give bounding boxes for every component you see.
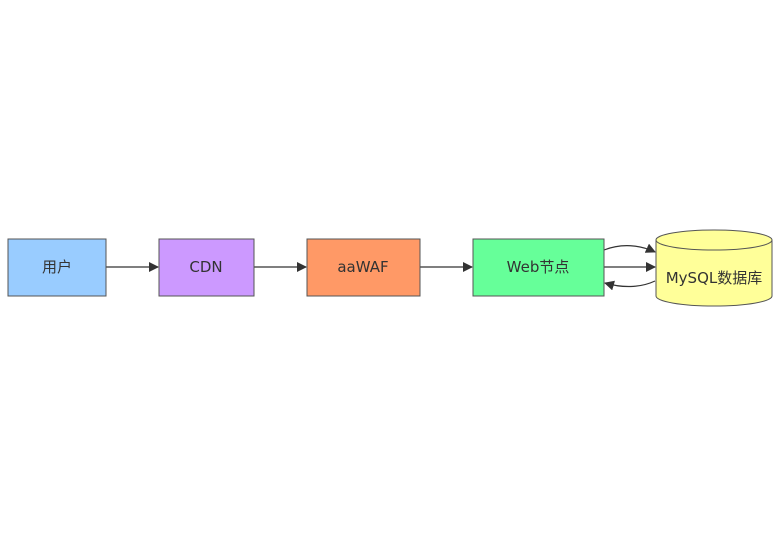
node-waf: aaWAF bbox=[306, 238, 421, 297]
node-user-label: 用户 bbox=[42, 258, 72, 276]
edge-web-db-upper bbox=[603, 243, 656, 253]
edge-db-web-return bbox=[604, 280, 656, 291]
node-cdn-box bbox=[158, 238, 255, 297]
node-user: 用户 bbox=[7, 238, 107, 297]
node-web-label: Web节点 bbox=[507, 258, 570, 276]
node-cdn: CDN bbox=[158, 238, 255, 297]
node-cdn-label: CDN bbox=[189, 258, 222, 276]
node-waf-box bbox=[306, 238, 421, 297]
node-db-body bbox=[655, 240, 773, 307]
node-user-box bbox=[7, 238, 107, 297]
node-db: MySQL数据库 bbox=[655, 229, 773, 307]
node-db-top bbox=[655, 229, 773, 251]
node-db-label: MySQL数据库 bbox=[666, 269, 763, 287]
node-web: Web节点 bbox=[472, 238, 605, 297]
node-web-box bbox=[472, 238, 605, 297]
node-waf-label: aaWAF bbox=[337, 258, 388, 276]
